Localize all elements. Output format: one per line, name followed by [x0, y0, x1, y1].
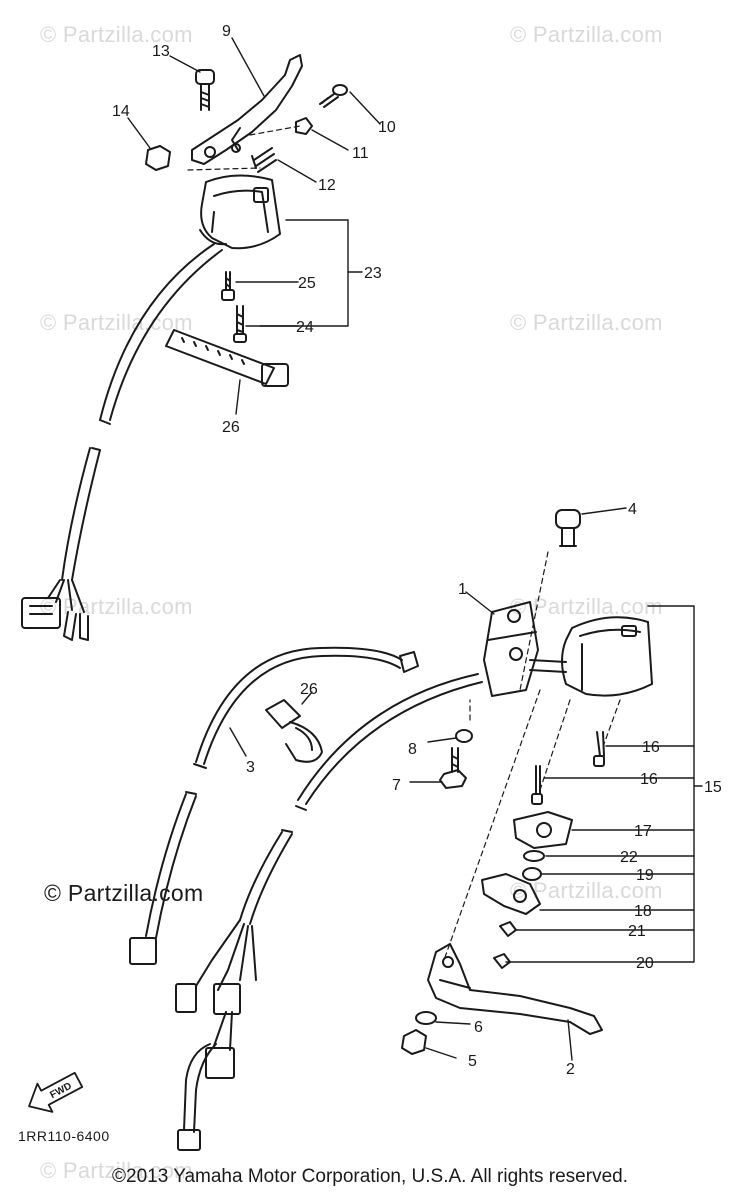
callout-5: 5 — [468, 1053, 477, 1070]
screw-24 — [233, 305, 247, 343]
switch-17 — [513, 811, 573, 849]
brake-lever-upper — [191, 54, 303, 165]
watermark: © Partzilla.com — [40, 594, 193, 619]
watermark: © Partzilla.com — [510, 878, 663, 903]
callout-16a: 16 — [642, 739, 660, 756]
screw-21 — [499, 921, 517, 937]
screw-10 — [319, 84, 348, 108]
callout-3: 3 — [246, 759, 255, 776]
callout-18: 18 — [634, 903, 652, 920]
callout-16b: 16 — [640, 771, 658, 788]
cable-3 — [129, 646, 419, 965]
callout-24: 24 — [296, 319, 314, 336]
leader-lines — [127, 37, 703, 1061]
callout-7: 7 — [392, 777, 401, 794]
callout-20: 20 — [636, 955, 654, 972]
switch-18 — [481, 873, 541, 915]
callout-10: 10 — [378, 119, 396, 136]
screw-20 — [493, 953, 511, 969]
spring-12 — [251, 147, 277, 173]
callout-19: 19 — [636, 867, 654, 884]
callout-numbers: 1 2 3 4 5 6 7 8 9 10 11 12 13 14 15 16 1… — [112, 23, 722, 1078]
callout-23: 23 — [364, 265, 382, 282]
watermark: © Partzilla.com — [40, 22, 193, 47]
washer-22 — [523, 850, 545, 862]
handlebar-switch-right — [561, 616, 653, 697]
callout-22: 22 — [620, 849, 638, 866]
callout-14: 14 — [112, 103, 130, 120]
wire-harness-upper — [21, 243, 223, 641]
washer-6 — [415, 1011, 437, 1025]
bolt-7 — [439, 747, 467, 789]
callout-26a: 26 — [222, 419, 240, 436]
watermark-primary: © Partzilla.com — [44, 880, 204, 906]
callout-1: 1 — [458, 581, 467, 598]
callout-12: 12 — [318, 177, 336, 194]
screw-25 — [221, 271, 235, 301]
callout-8: 8 — [408, 741, 417, 758]
callout-9: 9 — [222, 23, 231, 40]
forward-arrow-icon: FWD — [28, 1071, 84, 1113]
callout-25: 25 — [298, 275, 316, 292]
washer-8 — [455, 729, 473, 743]
bolt-4 — [555, 509, 581, 547]
callout-6: 6 — [474, 1019, 483, 1036]
handlebar-segment — [529, 659, 567, 673]
cable-tie-lower — [265, 699, 323, 763]
bolt-13 — [195, 69, 215, 111]
callout-21: 21 — [628, 923, 646, 940]
nut-11 — [295, 117, 313, 135]
callout-13: 13 — [152, 43, 170, 60]
wire-harness-lower — [175, 673, 483, 1151]
nut-14 — [145, 145, 171, 171]
nut-5 — [401, 1029, 427, 1055]
watermark: © Partzilla.com — [510, 310, 663, 335]
callout-17: 17 — [634, 823, 652, 840]
nut-19 — [522, 867, 542, 881]
watermark: © Partzilla.com — [40, 310, 193, 335]
clutch-lever-lower — [427, 943, 603, 1035]
handlebar-switch-left — [199, 174, 281, 250]
screw-16b — [531, 765, 543, 805]
callout-2: 2 — [566, 1061, 575, 1078]
diagram-code: 1RR110-6400 — [18, 1128, 110, 1144]
callout-26b: 26 — [300, 681, 318, 698]
cable-tie-upper — [165, 329, 289, 387]
callout-15: 15 — [704, 779, 722, 796]
screw-16a — [593, 731, 605, 767]
lever-holder-1 — [483, 601, 539, 697]
callout-4: 4 — [628, 501, 637, 518]
copyright-footer: ©2013 Yamaha Motor Corporation, U.S.A. A… — [112, 1166, 628, 1187]
watermark: © Partzilla.com — [40, 1158, 193, 1183]
watermark: © Partzilla.com — [510, 22, 663, 47]
callout-11: 11 — [352, 145, 369, 162]
